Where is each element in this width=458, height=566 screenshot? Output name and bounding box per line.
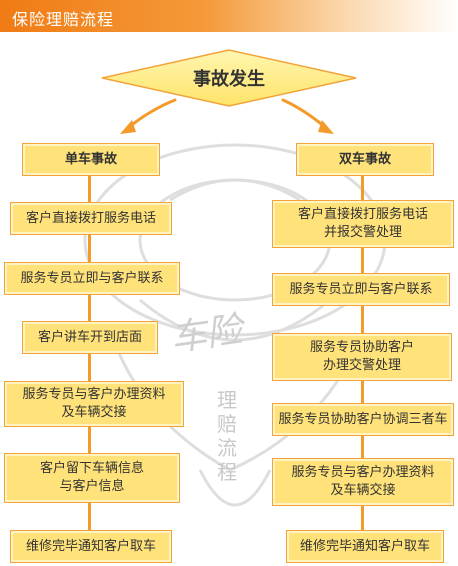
left-step-6: 维修完毕通知客户取车: [10, 530, 172, 563]
left-step-2: 服务专员立即与客户联系: [4, 262, 180, 295]
left-step-3: 客户讲车开到店面: [22, 321, 158, 354]
page-title: 保险理赔流程: [12, 10, 115, 29]
right-branch-title: 双车事故: [296, 143, 434, 176]
right-step-4: 服务专员协助客户协调三者车: [272, 403, 454, 436]
header-bar: 保险理赔流程: [0, 0, 458, 32]
left-branch-title: 单车事故: [22, 143, 160, 176]
left-flow-line: [88, 175, 91, 540]
watermark-char: 流: [217, 436, 237, 460]
watermark-char: 程: [217, 460, 237, 484]
right-step-1: 客户直接拨打服务电话 并报交警处理: [272, 200, 454, 248]
right-step-2: 服务专员立即与客户联系: [272, 273, 450, 306]
arrow-right-head: [318, 120, 334, 134]
start-diamond: [101, 49, 357, 107]
left-step-1: 客户直接拨打服务电话: [10, 202, 172, 235]
watermark-char: 理: [217, 388, 237, 412]
arrow-left-head: [120, 120, 136, 134]
watermark-vertical-text: 理 赔 流 程: [215, 388, 239, 484]
right-step-3: 服务专员协助客户 办理交警处理: [272, 333, 452, 381]
left-step-5: 客户留下车辆信息 与客户信息: [4, 453, 180, 503]
right-step-6: 维修完毕通知客户取车: [286, 530, 444, 563]
arrow-right: [281, 98, 328, 130]
left-step-4: 服务专员与客户办理资料 及车辆交接: [4, 381, 184, 427]
right-step-5: 服务专员与客户办理资料 及车辆交接: [272, 458, 454, 506]
watermark-char: 赔: [217, 412, 237, 436]
arrow-left: [126, 98, 177, 130]
start-label: 事故发生: [193, 69, 265, 90]
